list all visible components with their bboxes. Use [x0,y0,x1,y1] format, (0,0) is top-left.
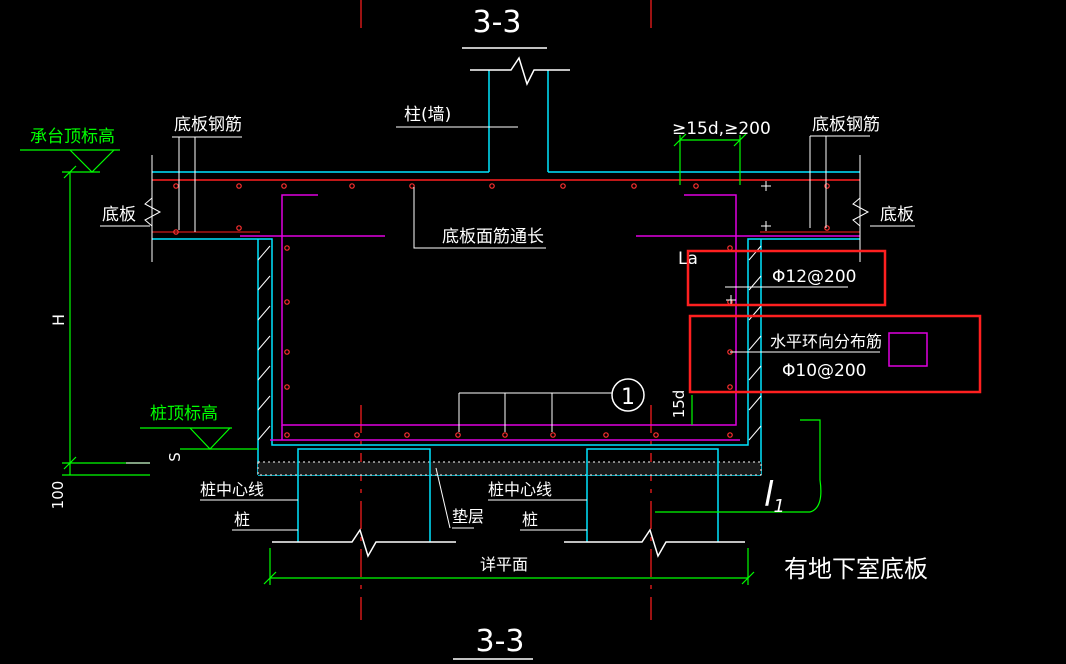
cushion-label: 垫层 [452,507,484,526]
cross-marks [726,181,771,305]
pile-top-elevation-mark [140,427,258,450]
cap-top-elevation-mark [20,149,120,173]
slab-rebar-left-label: 底板钢筋 [174,115,242,135]
wall-hatching [257,245,762,441]
dim-15d-label: 15d [670,390,688,419]
pile-top-elevation-label: 桩顶标高 [150,404,218,424]
slab-rebar-right-label: 底板钢筋 [812,115,880,135]
cap-top-elevation-label: 承台顶标高 [30,127,115,147]
top-rebar-continuous-label: 底板面筋通长 [442,227,544,247]
pile-left-label: 桩 [234,510,250,529]
column-wall [488,70,549,172]
leader-lines [100,126,915,531]
column-wall-label: 柱(墙) [404,105,451,125]
highlight-box-rebar [686,249,887,307]
pile-break-left [272,528,456,558]
rebar-dots [173,183,830,438]
plan-detail-label: 详平面 [480,555,528,574]
detail-circle-number: 1 [621,385,635,410]
detail-circle [611,378,645,412]
pile-break-right [564,528,745,558]
l1-label: l1 [764,475,785,517]
white-labels: 底板钢筋 底板钢筋 底板 底板 柱(墙) ≥15d,≥200 底板面筋通长 La… [102,105,928,583]
piles [297,448,719,542]
title-bottom: 3-3 [476,624,525,659]
dimension-ticks [63,133,755,585]
pile-center-right-label: 桩中心线 [488,480,552,499]
dimension-lines [62,135,822,585]
pile-center-left-label: 桩中心线 [200,480,264,499]
highlight-box-horizontal-ring [688,314,982,394]
caption: 有地下室底板 [784,555,928,583]
slab-left-label: 底板 [102,205,136,225]
slab-right-label: 底板 [880,205,914,225]
anchor-dimension-label: ≥15d,≥200 [672,119,771,139]
horizontal-ring-spec: Φ10@200 [782,361,866,381]
s-mark-label: S [166,452,184,462]
dim-100-label: 100 [49,481,67,510]
magenta-rebars [240,194,860,441]
break-line-top [470,56,570,87]
height-label: H [49,314,68,326]
cushion-layer [257,461,762,476]
rebar-vertical-spec: Φ12@200 [772,267,856,287]
horizontal-ring-title: 水平环向分布筋 [770,332,882,351]
pile-right-label: 桩 [522,510,538,529]
magenta-square-marker [888,332,928,367]
title-top: 3-3 [473,5,522,40]
axis-lines [360,0,652,620]
